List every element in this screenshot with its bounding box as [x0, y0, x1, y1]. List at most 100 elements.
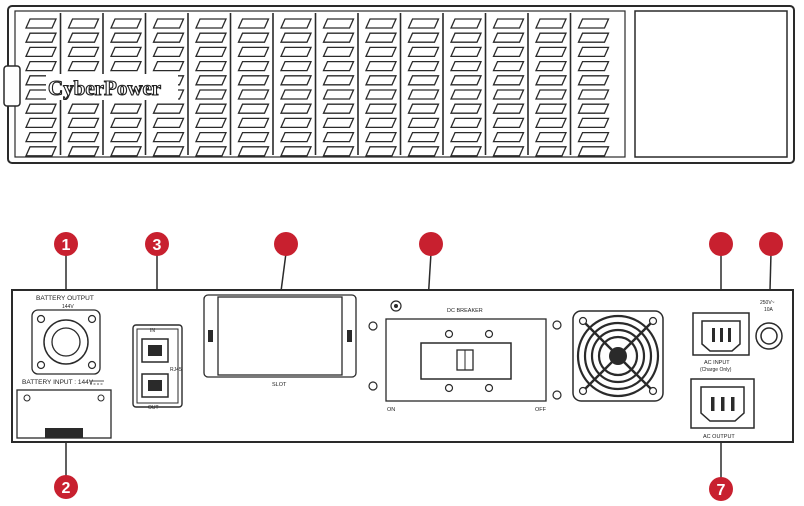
- vent-slot: [237, 103, 270, 114]
- vent-slot: [237, 32, 270, 43]
- vent-slot: [152, 117, 185, 129]
- vent-slot: [109, 103, 143, 114]
- vent-slot: [279, 60, 313, 72]
- vent-slot: [237, 18, 270, 29]
- screw: [648, 316, 658, 326]
- vent-slot: [237, 89, 270, 100]
- vent-slot: [364, 117, 398, 129]
- vent-slot: [237, 146, 270, 157]
- vent-slot: [534, 18, 568, 29]
- callout-dot: [759, 232, 783, 256]
- battery-input-tab: [45, 428, 83, 438]
- vent-slot: [577, 103, 610, 114]
- brand-logo-backdrop: [46, 74, 178, 100]
- vent-slot: [67, 18, 100, 29]
- front-handle: [3, 65, 21, 107]
- vent-slot: [364, 46, 398, 58]
- callout-dot: [54, 475, 78, 499]
- screw: [87, 360, 97, 370]
- vent-slot: [67, 32, 100, 43]
- battery-output-connector: BATTERY OUTPUT 144V: [31, 295, 101, 375]
- screw: [368, 321, 378, 331]
- vent-slot: [407, 32, 440, 43]
- vent-slot: [407, 60, 440, 72]
- fan-guard-ring: [576, 314, 660, 398]
- vent-slot: [279, 32, 313, 43]
- vent-slot: [534, 75, 568, 86]
- vent-slot: [407, 46, 440, 58]
- vent-slot: [364, 146, 398, 157]
- callout-markers: 1 2 3 7: [54, 232, 783, 501]
- vent-slot: [152, 32, 185, 43]
- expansion-slot: SLOT: [203, 294, 357, 388]
- vent-slot: [109, 18, 143, 29]
- fuse-holder-cap: [760, 327, 778, 345]
- vent-slot: [364, 32, 398, 43]
- vent-slot: [492, 32, 525, 43]
- vent-slot: [534, 131, 568, 143]
- screw: [444, 329, 454, 339]
- callout-marker-5: [419, 232, 443, 256]
- callout-dot: [274, 232, 298, 256]
- callout-marker-7: [759, 232, 783, 256]
- vent-slot: [322, 32, 355, 43]
- vent-slot: [364, 103, 398, 114]
- rj45-out-jack: [148, 380, 162, 391]
- vent-slot: [194, 131, 228, 143]
- vent-slot: [24, 117, 58, 129]
- callout-number: 7: [717, 482, 726, 499]
- vent-slot: [407, 146, 440, 157]
- vent-slot: [577, 32, 610, 43]
- vent-slot: [24, 146, 58, 157]
- vent-slot: [364, 75, 398, 86]
- fuse-rating-label-2: 10A: [764, 307, 774, 313]
- vent-slot: [449, 146, 483, 157]
- ac-output-label: AC OUTPUT: [703, 434, 735, 440]
- vent-slot: [577, 131, 610, 143]
- vent-slot: [577, 117, 610, 129]
- vent-slot: [109, 32, 143, 43]
- vent-slot: [237, 46, 270, 58]
- front-vent-grille: [24, 13, 610, 157]
- front-side-cover: [634, 10, 788, 158]
- vent-slot: [194, 18, 228, 29]
- callout-marker-3: 3: [145, 232, 169, 256]
- ac-output-pin: [721, 397, 725, 411]
- screw: [36, 314, 46, 324]
- vent-slot: [67, 131, 100, 143]
- vent-slot: [152, 146, 185, 157]
- vent-slot: [449, 60, 483, 72]
- screw: [87, 314, 97, 324]
- vent-slot: [449, 103, 483, 114]
- dc-breaker-label: DC BREAKER: [447, 308, 483, 314]
- screw: [552, 320, 562, 330]
- vent-slot: [109, 46, 143, 58]
- vent-slot: [67, 103, 100, 114]
- screw: [648, 386, 658, 396]
- vent-slot: [109, 117, 143, 129]
- breaker-on-label: ON: [387, 407, 395, 413]
- vent-slot: [492, 46, 525, 58]
- vent-slot: [322, 46, 355, 58]
- battery-output-socket: [51, 327, 81, 357]
- rj45-in-jack: [148, 345, 162, 356]
- vent-slot: [364, 131, 398, 143]
- ac-input-sub-label: (Charge Only): [700, 367, 732, 373]
- vent-slot: [194, 117, 228, 129]
- battery-output-sub-label: 144V: [62, 304, 74, 310]
- vent-slot: [279, 103, 313, 114]
- vent-slot: [194, 89, 228, 100]
- vent-slot: [279, 75, 313, 86]
- callout-marker-6: [709, 232, 733, 256]
- ac-input-socket: AC INPUT (Charge Only): [692, 312, 750, 373]
- vent-slot: [364, 60, 398, 72]
- fan-guard: [576, 314, 660, 398]
- vent-slot: [194, 32, 228, 43]
- vent-slot: [449, 117, 483, 129]
- vent-slot: [279, 89, 313, 100]
- slot-clip-left: [208, 330, 213, 342]
- screw: [23, 394, 31, 402]
- vent-slot: [152, 103, 185, 114]
- vent-slot: [322, 146, 355, 157]
- rj45-ports: IN RJ45 OUT: [132, 324, 183, 411]
